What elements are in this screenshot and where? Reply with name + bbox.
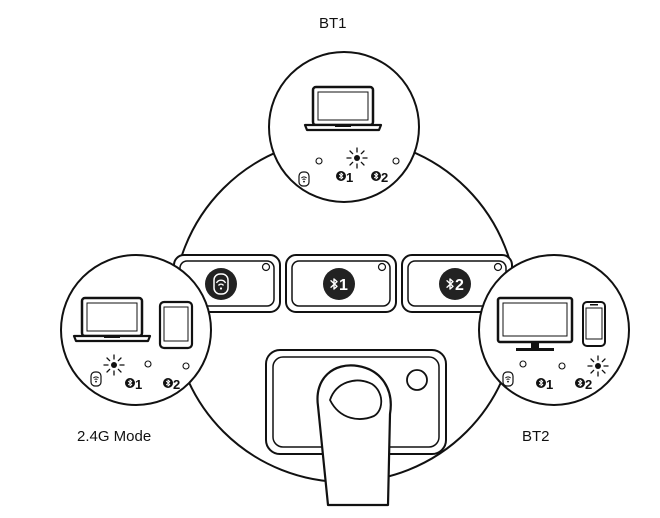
blink-indicator xyxy=(103,354,125,376)
phone-icon xyxy=(582,301,606,347)
svg-text:1: 1 xyxy=(546,377,553,392)
tablet-icon xyxy=(158,300,194,350)
wireless-receiver-icon xyxy=(90,371,102,387)
led-indicator xyxy=(377,262,387,272)
button-bt1[interactable]: 1 xyxy=(285,254,397,313)
label-bt1: BT1 xyxy=(319,15,347,32)
callout-bt1: 1 2 xyxy=(268,51,420,203)
led-indicator xyxy=(261,262,271,272)
svg-text:1: 1 xyxy=(135,377,142,392)
wireless-receiver-icon xyxy=(502,371,514,387)
blink-indicator xyxy=(346,147,368,169)
laptop-icon xyxy=(72,296,152,343)
bluetooth-icon xyxy=(335,170,347,182)
bluetooth-icon xyxy=(370,170,382,182)
callout-bt2: 1 2 xyxy=(478,254,630,406)
svg-text:1: 1 xyxy=(346,170,353,185)
svg-text:2: 2 xyxy=(173,377,180,392)
blink-indicator xyxy=(587,355,609,377)
wireless-receiver-icon xyxy=(298,171,310,187)
finger-icon xyxy=(316,364,392,507)
bluetooth-icon xyxy=(574,377,586,389)
monitor-icon xyxy=(496,296,574,351)
laptop-icon xyxy=(303,85,383,132)
button-bt2-number: 2 xyxy=(455,277,464,294)
svg-text:2: 2 xyxy=(381,170,388,185)
button-bt1-number: 1 xyxy=(339,277,348,294)
callout-24g: 1 2 xyxy=(60,254,212,406)
bluetooth-icon xyxy=(535,377,547,389)
pad-light xyxy=(406,369,428,391)
wireless-receiver-icon xyxy=(213,273,229,295)
label-24g-mode: 2.4G Mode xyxy=(77,428,152,445)
bluetooth-icon xyxy=(162,377,174,389)
label-bt2: BT2 xyxy=(522,428,550,445)
led-indicator xyxy=(493,262,503,272)
button-bt2[interactable]: 2 xyxy=(401,254,513,313)
bluetooth-icon xyxy=(124,377,136,389)
svg-text:2: 2 xyxy=(585,377,592,392)
